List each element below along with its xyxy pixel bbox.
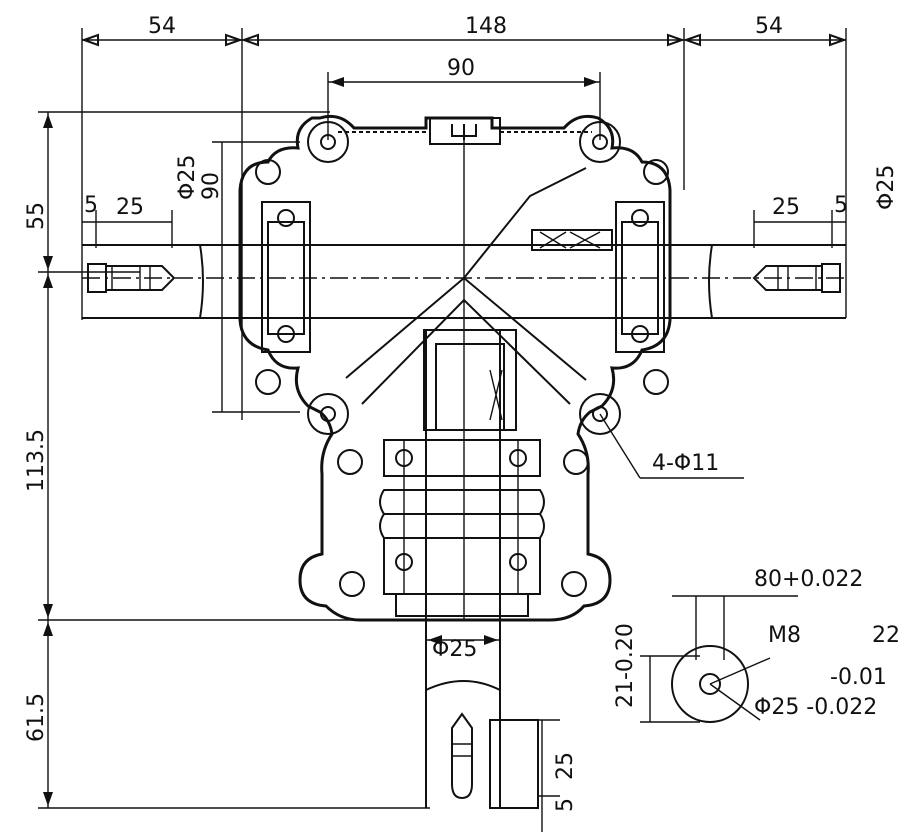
right-dimensions: Φ25 (874, 165, 899, 210)
bolt-hole-callout: 4-Φ11 (599, 413, 744, 479)
small-holes (255, 159, 669, 597)
detail-thread: M8 (768, 623, 801, 648)
dim-top-right-54: 54 (755, 14, 783, 39)
detail-key-width: 80+0.022 (754, 567, 863, 592)
dim-bottom-phi25: Φ25 (432, 637, 477, 662)
detail-tol-minus: -0.01 (830, 665, 887, 690)
dim-right-shaft-25: 25 (772, 195, 800, 220)
flange-bolt-holes (307, 121, 621, 435)
dim-left-90: 90 (199, 172, 224, 200)
dim-left-phi25: Φ25 (175, 155, 200, 200)
dim-left-61-5: 61.5 (24, 693, 49, 742)
dim-right-phi25: Φ25 (874, 165, 899, 210)
dim-right-shaft-5: 5 (834, 193, 848, 218)
dim-left-shaft-5: 5 (84, 193, 98, 218)
dim-top-left-54: 54 (148, 14, 176, 39)
shaft-detail-view: 80+0.022 21-0.20 M8 22 -0.01 Φ25 -0.022 (613, 567, 900, 723)
detail-depth: 21-0.20 (613, 623, 638, 708)
top-dimensions: 54 148 54 90 (81, 14, 847, 420)
left-dimensions: 55 113.5 61.5 Φ25 90 (24, 111, 430, 809)
dim-top-148: 148 (465, 14, 507, 39)
horizontal-shaft: 5 25 25 5 (82, 193, 848, 319)
dim-left-shaft-25: 25 (116, 195, 144, 220)
housing (238, 114, 672, 808)
label-bolt-holes: 4-Φ11 (652, 451, 719, 476)
dim-left-55: 55 (24, 202, 49, 230)
detail-length-22: 22 (872, 623, 900, 648)
dim-bottom-key-5: 5 (553, 798, 578, 812)
output-shaft: Φ25 25 5 (425, 635, 578, 832)
dim-bolt-spacing-90: 90 (447, 56, 475, 81)
detail-shaft-dia: Φ25 -0.022 (754, 695, 877, 720)
dim-bottom-key-25: 25 (553, 752, 578, 780)
dim-left-113-5: 113.5 (24, 429, 49, 492)
